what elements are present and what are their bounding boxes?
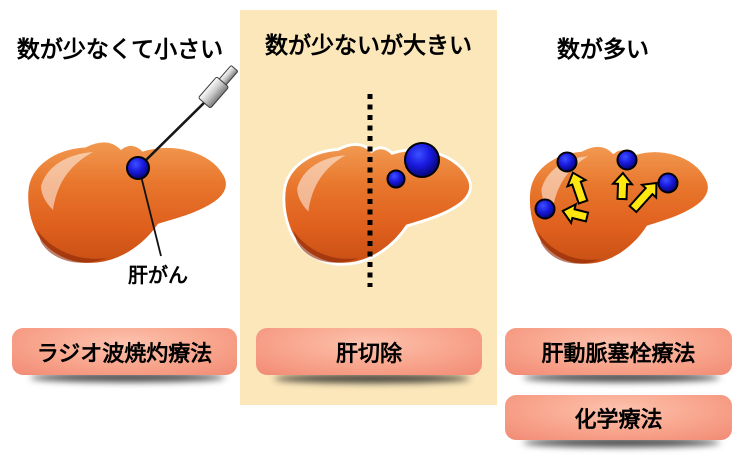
treatment-label-chemotherapy: 化学療法 — [505, 395, 732, 440]
tumor-icon — [616, 149, 638, 171]
tumor-icon — [556, 151, 578, 173]
tumor-icon — [386, 169, 406, 189]
label-shadow — [274, 374, 470, 383]
ablation-illustration — [25, 65, 238, 266]
label-shadow — [523, 373, 720, 382]
panel-title-many: 数が多い — [557, 37, 649, 63]
tumor-icon — [534, 198, 556, 220]
ablation-needle-icon — [141, 95, 212, 165]
spread-arrow-icon — [628, 181, 658, 214]
liver-illustration — [25, 139, 229, 266]
spread-arrow-icon — [561, 202, 590, 226]
tumor-icon — [404, 142, 440, 178]
tumor-callout-label: 肝がん — [128, 263, 188, 287]
needle-handle-icon — [198, 65, 238, 108]
embolization-illustration — [527, 144, 711, 267]
treatment-label-resection: 肝切除 — [256, 328, 482, 375]
spread-arrow-icon — [565, 171, 589, 205]
treatment-label-rfa: ラジオ波焼灼療法 — [12, 328, 237, 375]
panel-title-few-small: 数が少なくて小さい — [16, 37, 224, 63]
panel-title-few-large: 数が少ないが大きい — [265, 33, 472, 59]
tumor-icon — [657, 172, 679, 194]
label-shadow — [30, 373, 225, 382]
label-shadow — [523, 438, 720, 447]
treatment-label-embolization: 肝動脈塞栓療法 — [505, 328, 732, 375]
callout-line — [140, 175, 162, 257]
resection-illustration — [282, 94, 472, 287]
tumor-icon — [126, 156, 150, 180]
spread-arrow-icon — [610, 171, 635, 201]
liver-illustration — [282, 143, 472, 266]
